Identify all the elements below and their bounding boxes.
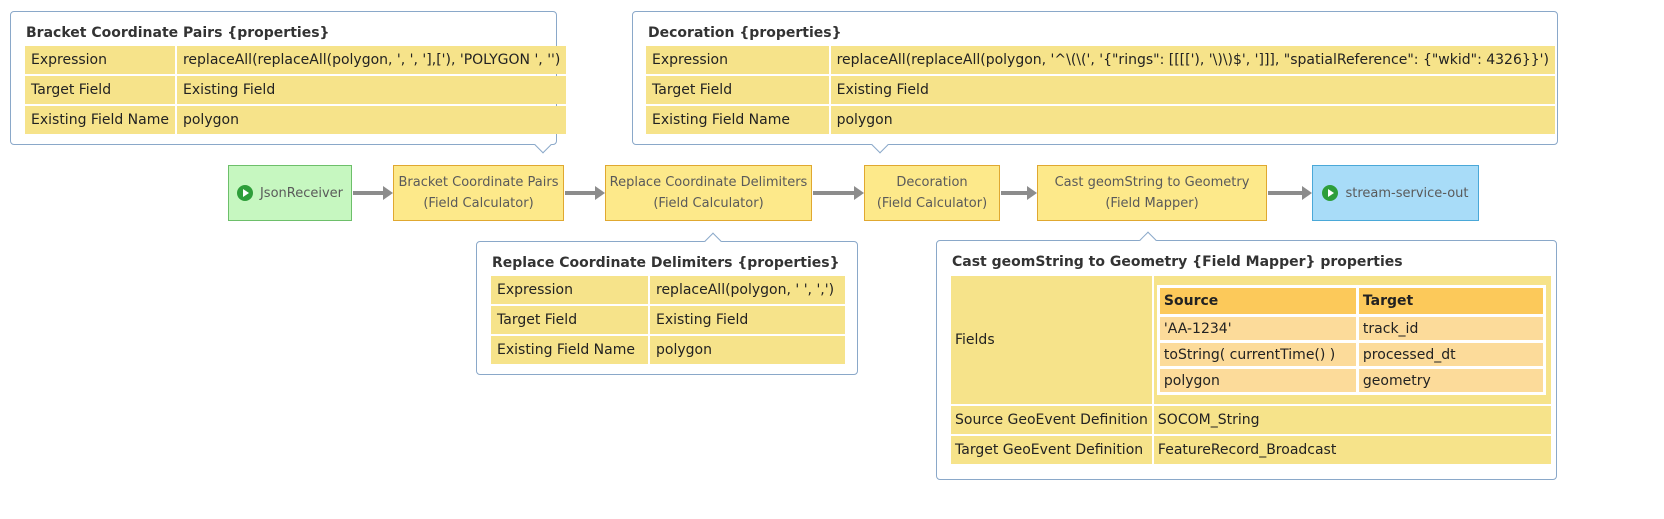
property-key: Existing Field Name [25, 106, 175, 134]
stream-service-out-node[interactable]: stream-service-out [1312, 165, 1479, 221]
node-title: Bracket Coordinate Pairs [398, 175, 559, 190]
property-value: SOCOM_String [1153, 406, 1551, 434]
property-value: Existing Field [650, 306, 845, 334]
source-column-header: Source [1159, 288, 1356, 314]
property-key: Target Field [25, 76, 175, 104]
play-icon [236, 185, 253, 201]
decoration-node[interactable]: Decoration (Field Calculator) [864, 165, 1000, 221]
field-target: processed_dt [1358, 343, 1543, 366]
property-key: Expression [491, 276, 648, 304]
property-value: polygon [176, 106, 567, 134]
property-value: Existing Field [176, 76, 567, 104]
play-icon [1322, 185, 1339, 201]
table-row: 'AA-1234'track_id [1159, 317, 1543, 340]
callout-title: Replace Coordinate Delimiters {propertie… [492, 255, 840, 271]
bracket-properties-callout: Bracket Coordinate Pairs {properties} Ex… [10, 11, 567, 154]
node-label: stream-service-out [1345, 185, 1469, 201]
callout-pointer [1139, 231, 1157, 249]
property-key: Expression [25, 46, 175, 74]
replace-coordinate-delimiters-node[interactable]: Replace Coordinate Delimiters (Field Cal… [605, 165, 812, 221]
json-receiver-node[interactable]: JsonReceiver [228, 165, 352, 221]
callout-title: Decoration {properties} [648, 25, 842, 41]
cast-properties-callout: Cast geomString to Geometry {Field Mappe… [936, 231, 1557, 480]
replace-properties-callout: Replace Coordinate Delimiters {propertie… [476, 232, 858, 375]
fields-label: Fields [951, 276, 1152, 404]
field-target: geometry [1358, 369, 1543, 392]
property-value: polygon [830, 106, 1555, 134]
property-key: Target Field [491, 306, 648, 334]
node-type: (Field Calculator) [653, 196, 764, 211]
property-value: replaceAll(polygon, ' ', ',') [650, 276, 845, 304]
field-source: polygon [1159, 369, 1356, 392]
target-column-header: Target [1358, 288, 1543, 314]
property-key: Existing Field Name [491, 336, 648, 364]
node-type: (Field Mapper) [1105, 196, 1199, 211]
node-type: (Field Calculator) [423, 196, 534, 211]
field-target: track_id [1358, 317, 1543, 340]
callout-title: Bracket Coordinate Pairs {properties} [26, 25, 330, 41]
property-key: Target GeoEvent Definition [951, 436, 1152, 464]
callout-pointer [534, 136, 552, 154]
node-label: JsonReceiver [259, 185, 344, 201]
callout-pointer [871, 136, 889, 154]
flow-arrow [353, 186, 393, 200]
field-source: 'AA-1234' [1159, 317, 1356, 340]
node-title: Cast geomString to Geometry [1054, 175, 1250, 190]
cast-geomstring-node[interactable]: Cast geomString to Geometry (Field Mappe… [1037, 165, 1267, 221]
table-row: toString( currentTime() )processed_dt [1159, 343, 1543, 366]
property-value: replaceAll(replaceAll(polygon, '^\(\(', … [830, 46, 1555, 74]
property-key: Source GeoEvent Definition [951, 406, 1152, 434]
flow-arrow [1001, 186, 1037, 200]
property-value: polygon [650, 336, 845, 364]
property-key: Existing Field Name [646, 106, 829, 134]
property-value: FeatureRecord_Broadcast [1153, 436, 1551, 464]
flow-arrow [813, 186, 864, 200]
bracket-coordinate-pairs-node[interactable]: Bracket Coordinate Pairs (Field Calculat… [393, 165, 564, 221]
node-title: Replace Coordinate Delimiters [609, 175, 808, 190]
property-key: Target Field [646, 76, 829, 104]
flow-arrow [1268, 186, 1312, 200]
node-type: (Field Calculator) [876, 196, 988, 211]
node-title: Decoration [896, 175, 968, 190]
property-key: Expression [646, 46, 829, 74]
field-source: toString( currentTime() ) [1159, 343, 1356, 366]
property-value: Existing Field [830, 76, 1555, 104]
callout-title: Cast geomString to Geometry {Field Mappe… [952, 254, 1403, 270]
flow-arrow [565, 186, 605, 200]
property-value: replaceAll(replaceAll(polygon, ', ', '],… [176, 46, 567, 74]
callout-pointer [704, 232, 722, 250]
